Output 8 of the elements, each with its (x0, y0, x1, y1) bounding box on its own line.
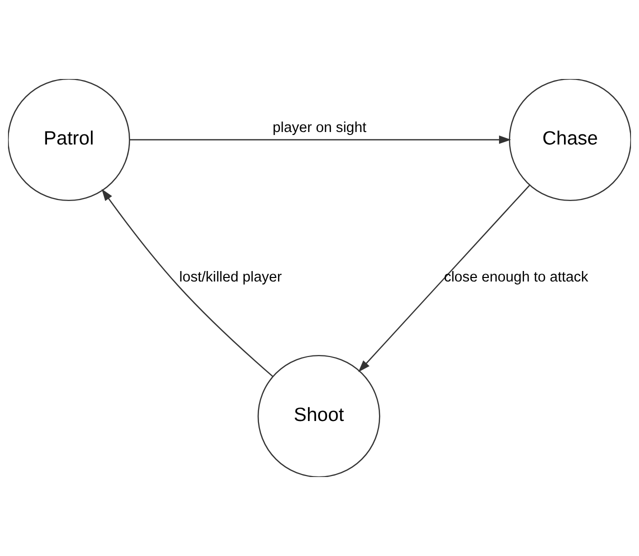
edge-label: player on sight (272, 120, 366, 136)
arrow (130, 136, 512, 144)
node-circle: Chase (508, 79, 631, 202)
arrow (102, 188, 274, 378)
node-circle: Shoot (258, 354, 380, 477)
arrow (358, 184, 530, 372)
edge-label: lost/killed player (179, 270, 282, 286)
edge-label: close enough to attack (444, 270, 588, 286)
